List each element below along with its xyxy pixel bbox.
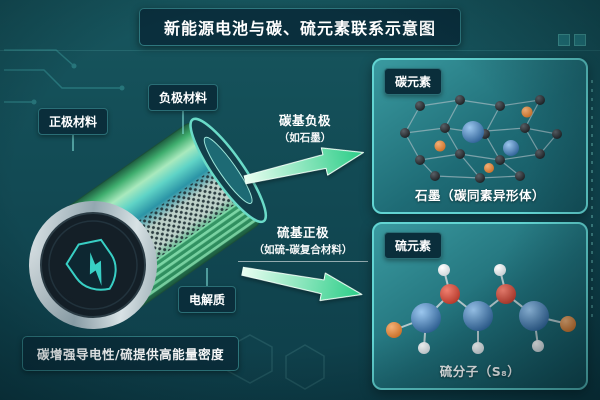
vignette-overlay (0, 0, 600, 400)
diagram-scene: 新能源电池与碳、硫元素联系示意图 (0, 0, 600, 400)
